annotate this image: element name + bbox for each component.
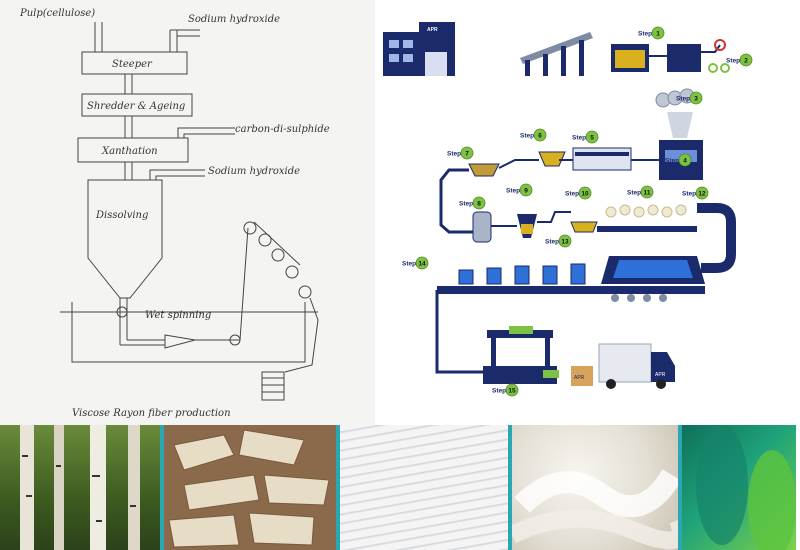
steeper-box bbox=[81, 51, 188, 75]
step-badge-15 bbox=[505, 383, 519, 397]
step-badge-11 bbox=[640, 185, 654, 199]
alkali-tank bbox=[615, 50, 645, 68]
step-badge-2 bbox=[739, 53, 753, 67]
wet-spinning-label: Wet spinning bbox=[145, 310, 211, 321]
label-cs2: carbon-di-sulphide bbox=[235, 124, 330, 135]
step-label-1: Step bbox=[638, 31, 652, 38]
shredder-box bbox=[81, 93, 193, 117]
xanthation-box bbox=[77, 137, 189, 163]
truck-logo: APR bbox=[655, 372, 666, 378]
label-naoh-top: Sodium hydroxide bbox=[188, 14, 280, 25]
xanthation-label: Xanthation bbox=[101, 146, 158, 157]
step-label-10: Step bbox=[565, 191, 579, 198]
step-label-5: Step bbox=[572, 135, 586, 142]
conveyor-icon bbox=[520, 32, 593, 76]
step-badge-9 bbox=[519, 183, 533, 197]
step-label-8: Step bbox=[459, 201, 473, 208]
step-label-4: Step bbox=[665, 158, 679, 165]
pulp-sheets-photo bbox=[340, 425, 508, 550]
process-infographic-panel: APR bbox=[375, 0, 800, 425]
viscose-fibre-photo bbox=[512, 425, 678, 550]
step-number-7: 7 bbox=[465, 150, 469, 157]
photo-strip bbox=[0, 425, 800, 550]
viscose-sketch-panel: Pulp(cellulose) Sodium hydroxide Steeper… bbox=[0, 0, 375, 425]
factory-icon: APR bbox=[383, 22, 455, 76]
step-badge-12 bbox=[695, 186, 709, 200]
sketch-drawing: Pulp(cellulose) Sodium hydroxide Steeper… bbox=[19, 8, 330, 419]
filter-icon bbox=[472, 211, 492, 243]
green-yarn-photo bbox=[682, 425, 796, 550]
step-label-2: Step bbox=[726, 58, 740, 65]
step-badge-7 bbox=[460, 146, 474, 160]
step-number-4: 4 bbox=[683, 157, 687, 164]
step-label-15: Step bbox=[492, 388, 506, 395]
fibre-tufts bbox=[512, 469, 678, 550]
step-number-8: 8 bbox=[477, 200, 481, 207]
step-number-1: 1 bbox=[656, 30, 660, 37]
birch-forest-photo bbox=[0, 425, 160, 550]
step-label-11: Step bbox=[627, 190, 641, 197]
step-number-10: 10 bbox=[581, 190, 589, 197]
shredder-label: Shredder & Ageing bbox=[87, 101, 185, 112]
label-naoh-mid: Sodium hydroxide bbox=[208, 166, 300, 177]
steeper-label: Steeper bbox=[112, 59, 153, 70]
step-number-5: 5 bbox=[590, 134, 594, 141]
step-number-12: 12 bbox=[698, 190, 706, 197]
step-label-13: Step bbox=[545, 239, 559, 246]
step-label-14: Step bbox=[402, 261, 416, 268]
step-number-13: 13 bbox=[561, 238, 569, 245]
step-number-11: 11 bbox=[644, 189, 651, 196]
sketch-caption: Viscose Rayon fiber production bbox=[72, 408, 231, 419]
wood-chips bbox=[168, 429, 330, 548]
delivery-truck-icon: APR bbox=[598, 343, 675, 389]
svg-text:APR: APR bbox=[574, 375, 585, 381]
step-badge-4 bbox=[678, 153, 692, 167]
bale-box bbox=[571, 366, 593, 386]
yarn-spools bbox=[696, 425, 796, 550]
step-badge-10 bbox=[578, 186, 592, 200]
step-label-6: Step bbox=[520, 133, 534, 140]
dissolving-label: Dissolving bbox=[95, 210, 148, 221]
bale-press-icon bbox=[483, 326, 559, 384]
steep-press bbox=[667, 44, 701, 72]
step-label-3: Step bbox=[676, 96, 690, 103]
step-number-3: 3 bbox=[694, 95, 698, 102]
birch-trees bbox=[20, 425, 140, 550]
step-badge-5 bbox=[585, 130, 599, 144]
dissolving-tank bbox=[87, 179, 163, 299]
step-badge-13 bbox=[558, 234, 572, 248]
step-label-12: Step bbox=[682, 191, 696, 198]
step-number-6: 6 bbox=[538, 132, 542, 139]
step-badge-14 bbox=[415, 256, 429, 270]
step-label-9: Step bbox=[506, 188, 520, 195]
wood-chips-photo bbox=[164, 425, 336, 550]
step-badge-8 bbox=[472, 196, 486, 210]
step-label-7: Step bbox=[447, 151, 461, 158]
dryer-duct bbox=[697, 203, 736, 273]
step-badge-1 bbox=[651, 26, 665, 40]
label-pulp: Pulp(cellulose) bbox=[19, 8, 95, 19]
factory-logo: APR bbox=[427, 27, 438, 33]
step-number-15: 15 bbox=[508, 387, 516, 394]
step-badge-6 bbox=[533, 128, 547, 142]
valve-icon bbox=[714, 39, 726, 51]
step-number-9: 9 bbox=[524, 187, 528, 194]
process-diagram: APR bbox=[383, 22, 753, 397]
step-number-2: 2 bbox=[744, 57, 748, 64]
step-badge-3 bbox=[689, 91, 703, 105]
step-number-14: 14 bbox=[418, 260, 426, 267]
